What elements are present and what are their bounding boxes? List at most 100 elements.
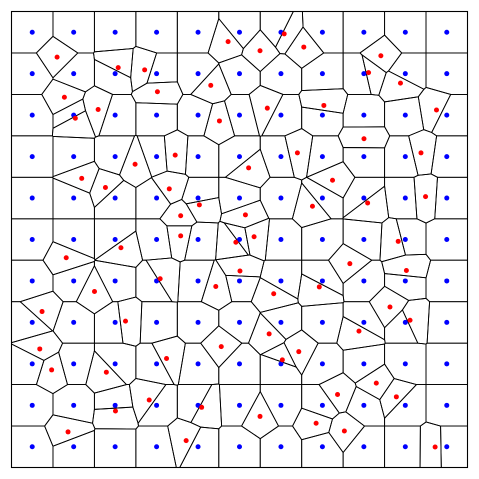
random-site-point <box>233 239 239 245</box>
voronoi-cell <box>384 309 419 344</box>
voronoi-cell <box>250 277 299 313</box>
random-site-point <box>281 31 287 37</box>
grid-site-point <box>237 278 242 284</box>
grid-site-point <box>361 278 367 284</box>
voronoi-cell <box>11 330 64 361</box>
random-site-point <box>335 392 341 398</box>
random-site-point <box>366 70 372 76</box>
voronoi-cell <box>159 198 198 227</box>
random-site-point <box>397 80 403 86</box>
voronoi-cell <box>151 335 186 386</box>
voronoi-cell <box>328 411 366 454</box>
random-site-point <box>208 82 214 88</box>
random-site-point <box>118 245 124 251</box>
grid-site-point <box>278 237 284 242</box>
voronoi-cell <box>85 349 128 394</box>
voronoi-cell <box>284 128 314 181</box>
grid-site-point <box>319 195 325 201</box>
random-site-point <box>395 238 401 244</box>
grid-site-point <box>237 361 242 367</box>
random-site-point <box>39 309 45 315</box>
grid-site-point <box>402 402 408 408</box>
random-site-point <box>54 54 60 60</box>
random-site-point <box>178 233 184 239</box>
random-site-point <box>246 165 252 171</box>
random-site-point <box>266 331 272 337</box>
grid-site-point <box>278 195 284 201</box>
random-site-point <box>347 261 353 267</box>
grid-site-point <box>319 112 325 118</box>
voronoi-cell <box>301 384 340 420</box>
random-site-point <box>321 102 327 108</box>
grid-site-point <box>71 278 77 284</box>
voronoi-cell <box>379 217 407 263</box>
grid-site-point <box>112 444 118 450</box>
voronoi-cell <box>240 390 280 440</box>
grid-site-point <box>29 29 35 35</box>
random-site-point <box>213 283 219 289</box>
grid-site-point <box>237 112 242 118</box>
grid-site-point <box>195 361 201 367</box>
voronoi-cell <box>214 254 265 278</box>
voronoi-cell <box>135 259 173 303</box>
voronoi-cell <box>44 414 96 447</box>
voronoi-cell <box>94 230 144 268</box>
voronoi-cell <box>42 241 96 276</box>
grid-site-point <box>154 195 160 201</box>
grid-site-point <box>361 402 367 408</box>
grid-site-point <box>195 29 201 35</box>
random-site-point <box>257 413 263 419</box>
grid-site-point <box>154 29 160 35</box>
grid-site-point <box>195 112 201 118</box>
random-site-point <box>61 94 67 100</box>
grid-site-point <box>237 154 242 160</box>
random-site-point <box>387 304 393 310</box>
random-site-point <box>157 276 163 282</box>
grid-site-point <box>154 237 160 242</box>
grid-site-point <box>444 444 450 450</box>
grid-site-point <box>112 278 118 284</box>
voronoi-cell <box>379 378 418 420</box>
voronoi-cell <box>41 78 87 116</box>
grid-site-point <box>29 112 35 118</box>
grid-site-point <box>319 319 325 325</box>
voronoi-cell <box>336 315 386 351</box>
random-site-point <box>218 344 224 350</box>
voronoi-cell <box>200 325 243 369</box>
grid-site-point <box>402 195 408 201</box>
grid-site-point <box>71 29 77 35</box>
voronoi-cell <box>35 351 69 395</box>
random-site-point <box>115 65 121 71</box>
voronoi-cell <box>75 264 114 315</box>
random-site-point <box>103 369 109 375</box>
random-site-point <box>95 107 101 113</box>
grid-site-point <box>361 154 367 160</box>
voronoi-cell <box>119 134 153 189</box>
voronoi-cell <box>185 197 222 224</box>
grid-site-point <box>237 29 242 35</box>
voronoi-cell <box>244 217 270 262</box>
voronoi-cell <box>135 102 178 137</box>
grid-site-point <box>71 319 77 325</box>
grid-site-point <box>361 237 367 242</box>
voronoi-cell <box>264 218 303 261</box>
random-site-point <box>142 67 148 73</box>
grid-site-point <box>319 29 325 35</box>
voronoi-cell <box>145 257 181 303</box>
grid-site-point <box>444 71 450 77</box>
voronoi-cell <box>130 81 184 105</box>
voronoi-cell <box>224 148 271 189</box>
random-site-point <box>378 53 384 59</box>
random-site-point <box>296 349 302 355</box>
grid-site-point <box>402 361 408 367</box>
grid-site-point <box>444 319 450 325</box>
voronoi-cell <box>368 285 410 329</box>
grid-site-point <box>112 319 118 325</box>
voronoi-cell <box>92 406 139 430</box>
grid-site-point <box>237 71 242 77</box>
grid-site-point <box>112 71 118 77</box>
voronoi-cell <box>401 297 431 345</box>
random-site-point <box>373 380 379 386</box>
random-site-point <box>418 150 424 156</box>
